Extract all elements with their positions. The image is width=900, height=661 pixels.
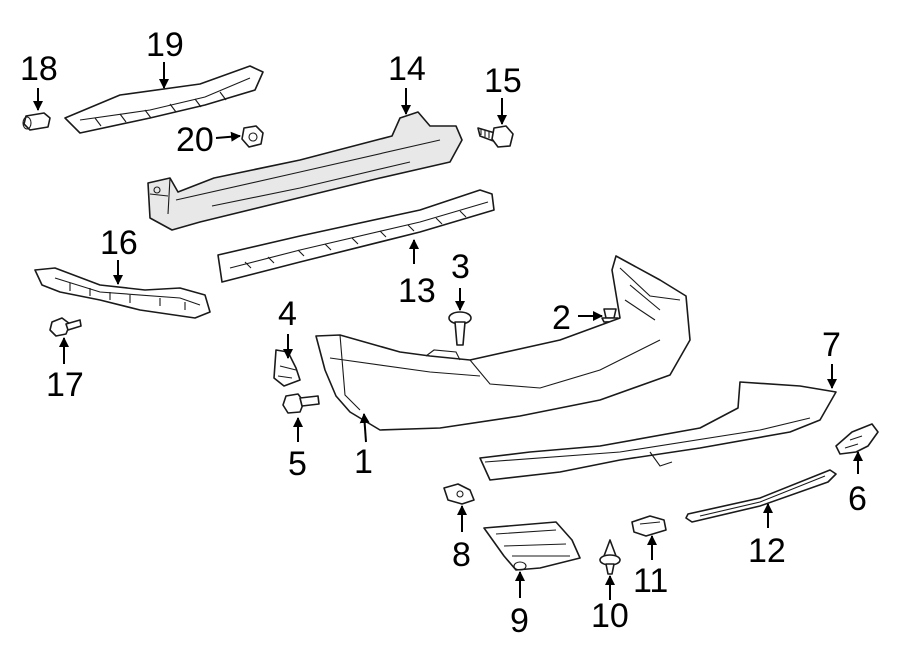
callout-4: 4 xyxy=(278,295,297,333)
callout-18: 18 xyxy=(20,50,58,88)
callout-12: 12 xyxy=(748,532,786,570)
part-5-bolt xyxy=(282,393,320,414)
callout-3: 3 xyxy=(451,248,470,286)
part-8-clip xyxy=(443,483,475,505)
callout-2: 2 xyxy=(552,299,571,337)
callout-20: 20 xyxy=(176,121,214,159)
part-18-plug xyxy=(22,112,51,131)
callout-14: 14 xyxy=(388,50,426,88)
part-17-screw xyxy=(49,317,82,337)
part-7-valance xyxy=(479,381,837,481)
callout-8: 8 xyxy=(452,536,471,574)
leader-20 xyxy=(215,131,241,142)
part-11-clip xyxy=(631,515,667,537)
callout-9: 9 xyxy=(510,602,529,640)
leader-1 xyxy=(359,413,370,443)
part-20-nut xyxy=(241,125,264,148)
part-13-absorber xyxy=(217,189,495,283)
part-6-bracket xyxy=(835,423,879,455)
callout-7: 7 xyxy=(822,326,841,364)
callout-10: 10 xyxy=(591,597,629,635)
callout-19: 19 xyxy=(146,26,184,64)
part-14-reinforcement xyxy=(147,111,463,231)
callout-1: 1 xyxy=(354,443,373,481)
callout-labels: 1 2 3 4 5 6 7 8 9 10 11 12 13 14 15 16 1… xyxy=(20,26,867,640)
part-16-side-bracket xyxy=(34,267,211,319)
part-3-clip xyxy=(448,311,472,346)
callout-16: 16 xyxy=(100,224,138,262)
callout-5: 5 xyxy=(288,445,307,483)
part-15-bolt xyxy=(477,125,514,148)
part-19-bracket xyxy=(64,65,264,134)
part-12-trim xyxy=(685,469,837,523)
part-9-shield xyxy=(483,521,581,571)
callout-13: 13 xyxy=(398,272,436,310)
callout-15: 15 xyxy=(484,62,522,100)
callout-6: 6 xyxy=(848,480,867,518)
callout-17: 17 xyxy=(46,366,84,404)
part-1-bumper-cover xyxy=(315,255,691,431)
leader-lines xyxy=(33,62,863,600)
callout-11: 11 xyxy=(633,562,668,600)
part-10-pin xyxy=(599,539,621,575)
